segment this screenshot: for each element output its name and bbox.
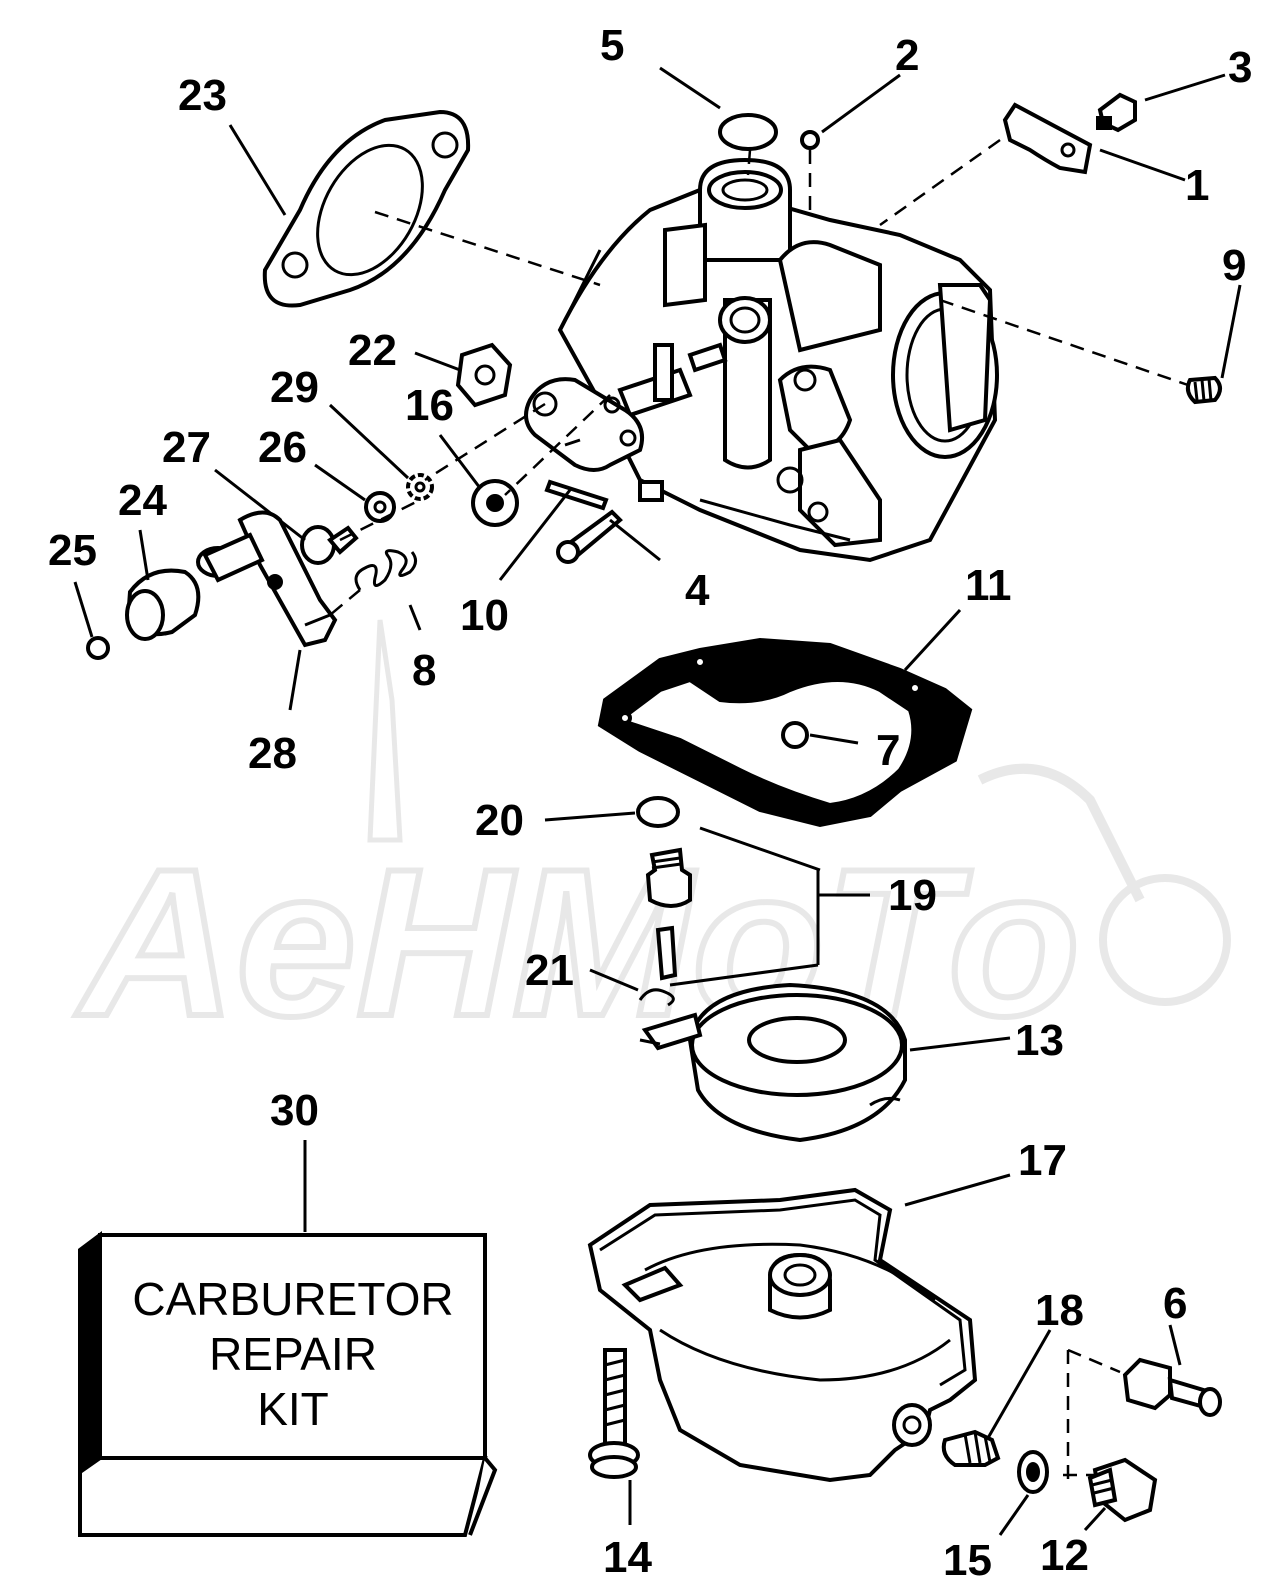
watermark-logo: AeHMoTo: [72, 619, 1231, 1063]
part-3-screw: [1096, 92, 1137, 133]
callout-14: 14: [603, 1533, 652, 1582]
callout-19: 19: [888, 871, 937, 920]
part-10-pin: [544, 479, 609, 511]
callout-2: 2: [895, 31, 919, 80]
part-18-nozzle: [941, 1429, 1001, 1467]
part-2-check-ball: [800, 130, 820, 150]
part-4-pin: [556, 509, 623, 564]
callout-26: 26: [258, 423, 307, 472]
callout-1: 1: [1185, 161, 1209, 210]
callout-6: 6: [1163, 1279, 1187, 1328]
callout-21: 21: [525, 946, 574, 995]
alignment-lines: [329, 138, 1189, 1480]
callout-10: 10: [460, 591, 509, 640]
part-13-float: [641, 982, 907, 1143]
callout-24: 24: [118, 476, 167, 525]
callout-20: 20: [475, 796, 524, 845]
part-22-nut: [455, 342, 513, 408]
callout-29: 29: [270, 363, 319, 412]
callout-8: 8: [412, 646, 436, 695]
callout-4: 4: [685, 566, 710, 615]
inlet-needle: [655, 925, 678, 981]
part-20-washer: [636, 796, 680, 828]
leader-lines: [73, 66, 1242, 1536]
part-1-bracket: [1002, 102, 1093, 175]
part-30-kit-box: [78, 1231, 498, 1537]
callout-27: 27: [162, 423, 211, 472]
callout-28: 28: [248, 729, 297, 778]
callout-16: 16: [405, 381, 454, 430]
part-26-washer: [364, 491, 396, 523]
callout-9: 9: [1222, 241, 1246, 290]
part-11-float-bowl-gasket: [597, 637, 973, 828]
kit-line-2: REPAIR: [209, 1328, 377, 1380]
callout-3: 3: [1228, 43, 1252, 92]
callout-7: 7: [876, 726, 900, 775]
repair-kit-label: CARBURETOR REPAIR KIT: [132, 1273, 453, 1435]
callout-5: 5: [600, 21, 624, 70]
callout-12: 12: [1040, 1531, 1089, 1580]
callout-11: 11: [965, 561, 1012, 610]
kit-line-1: CARBURETOR: [132, 1273, 453, 1325]
callout-18: 18: [1035, 1286, 1084, 1335]
callout-23: 23: [178, 71, 227, 120]
part-14-screw: [588, 1348, 640, 1479]
svg-text:AeHMoTo: AeHMoTo: [75, 825, 1080, 1060]
part-23-flange-gasket: [262, 109, 471, 308]
callout-17: 17: [1018, 1136, 1067, 1185]
callout-25: 25: [48, 526, 97, 575]
callout-numbers: 1 2 3 4 5 6 7 8 9 10 11 12 13 14 15 16 1…: [48, 21, 1252, 1585]
callout-22: 22: [348, 326, 397, 375]
part-8-spring: [354, 549, 417, 591]
part-15-washer: [1017, 1450, 1049, 1494]
needle-seat: [645, 847, 692, 908]
part-24-roller: [125, 568, 201, 641]
callout-15: 15: [943, 1536, 992, 1585]
kit-line-3: KIT: [257, 1383, 329, 1435]
part-25-o-ring: [86, 636, 110, 660]
callout-30: 30: [270, 1086, 319, 1135]
part-5-welch-plug: [718, 113, 778, 151]
part-17-float-bowl: [587, 1187, 978, 1483]
part-16-washer: [471, 479, 519, 527]
part-9-screw: [1185, 375, 1222, 405]
part-12-drain-screw: [1087, 1457, 1158, 1523]
part-21-clip: [638, 988, 675, 1007]
part-27-screw: [300, 525, 359, 565]
part-6-fitting: [1122, 1357, 1222, 1417]
carburetor-body: [557, 157, 999, 563]
part-29-lock-washer: [406, 473, 434, 501]
callout-13: 13: [1015, 1016, 1064, 1065]
